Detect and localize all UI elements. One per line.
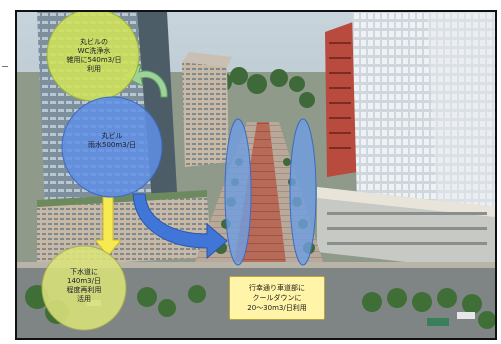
bubble-rainwater-text: 丸ビル 雨水500m3/日 bbox=[88, 132, 136, 149]
callout-box: 行幸通り車道部に クールダウンに 20〜30m3/日利用 bbox=[229, 276, 325, 320]
bubble-sewer bbox=[41, 245, 127, 331]
callout-text: 行幸通り車道部に クールダウンに 20〜30m3/日利用 bbox=[247, 284, 307, 312]
cooling-zone-left bbox=[224, 118, 252, 266]
right-red-building bbox=[325, 22, 357, 177]
aerial-illustration-frame: 丸ビルの WC洗浄水 雑用に540m3/日 利用 丸ビル 雨水500m3/日 下… bbox=[15, 10, 497, 340]
left-mid-building bbox=[182, 62, 229, 167]
left-mid-roof bbox=[182, 52, 232, 67]
bubble-sewer-text: 下水道に 140m3/日 程度再利用 活用 bbox=[66, 268, 102, 303]
foreground-trees bbox=[25, 285, 495, 329]
distant-trees bbox=[205, 67, 315, 108]
arrow-to-sewer bbox=[93, 196, 123, 257]
side-mark bbox=[2, 66, 8, 67]
bubble-rainwater bbox=[61, 96, 163, 198]
cooling-zone-right bbox=[289, 118, 317, 266]
bubble-wc-water-text: 丸ビルの WC洗浄水 雑用に540m3/日 利用 bbox=[66, 38, 122, 73]
left-tower-side bbox=[137, 12, 177, 202]
arrow-to-boulevard bbox=[132, 193, 228, 260]
page-header-text bbox=[40, 0, 100, 6]
